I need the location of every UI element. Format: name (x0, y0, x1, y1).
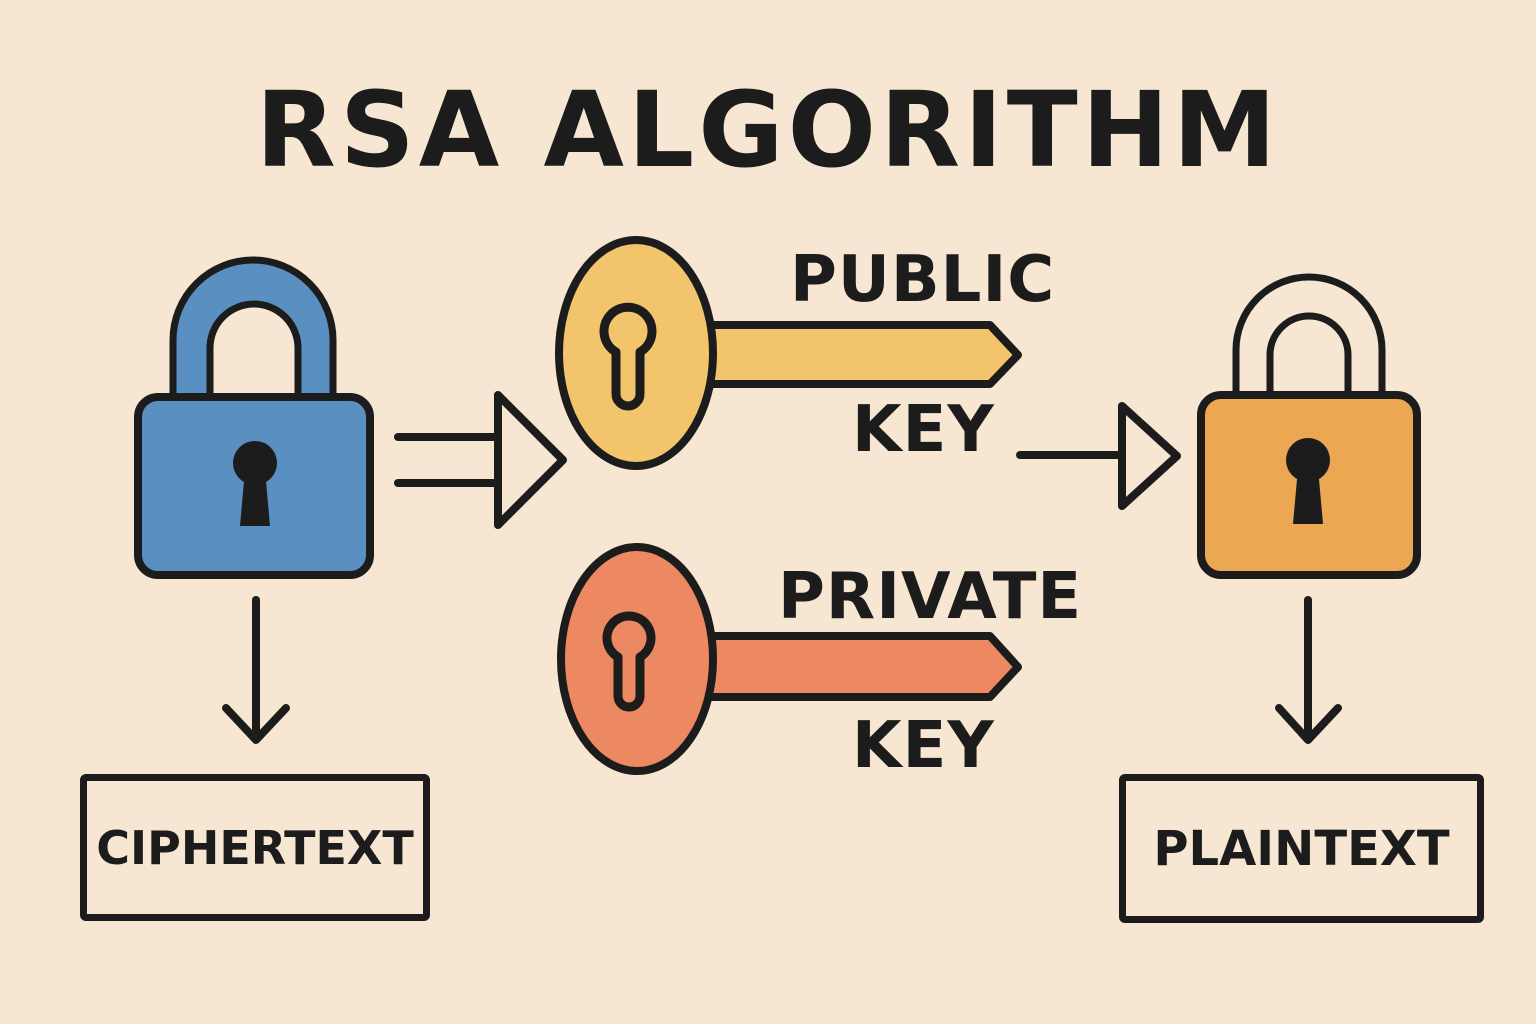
arrow-down-left-icon (222, 596, 290, 744)
private-key-shaft (696, 632, 1022, 701)
public-key-suffix-label: KEY (852, 393, 995, 467)
private-key-keyhole (602, 611, 656, 712)
public-key-shaft (696, 321, 1022, 388)
plaintext-box: PLAINTEXT (1119, 774, 1484, 923)
private-key-label: PRIVATE (778, 560, 1083, 634)
left-padlock-shackle (169, 256, 337, 404)
right-padlock-icon (1197, 273, 1421, 579)
ciphertext-box: CIPHERTEXT (80, 774, 430, 921)
arrow-down-right-icon (1275, 596, 1342, 744)
double-arrow-icon (394, 391, 567, 529)
arrow-right-icon (1016, 402, 1181, 510)
diagram-title: RSA ALGORITHM (255, 69, 1281, 191)
public-key-label: PUBLIC (790, 243, 1056, 317)
left-keyhole-icon (233, 441, 277, 526)
private-key-icon (557, 543, 1022, 775)
right-padlock-shackle (1232, 273, 1386, 404)
private-key-suffix-label: KEY (852, 709, 995, 783)
right-keyhole-icon (1286, 438, 1330, 524)
left-padlock-icon (134, 256, 374, 579)
public-key-icon (555, 236, 1022, 470)
public-key-keyhole (599, 302, 657, 411)
